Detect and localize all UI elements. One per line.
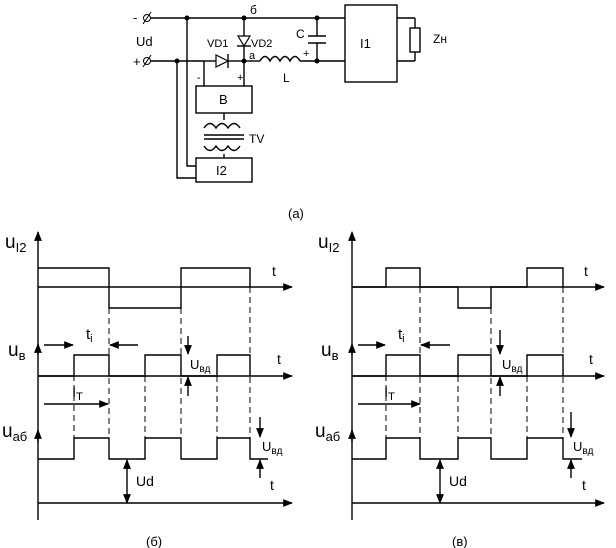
panel-b-caption: (б)	[146, 534, 162, 548]
waveform-uab	[38, 437, 268, 460]
block-i1	[344, 4, 398, 83]
label-uvd-1-c: Uвд	[502, 357, 523, 375]
panel-c-caption: (в)	[452, 534, 468, 548]
label-u-ab-c: uаб	[315, 421, 340, 444]
label-u-ab: uаб	[2, 421, 27, 444]
waveform-uab-c	[352, 437, 582, 460]
t-label-3-c: t	[582, 477, 586, 493]
t-label-2: t	[277, 351, 281, 367]
inductor-label: L	[283, 71, 290, 85]
terminal-minus	[143, 14, 151, 22]
block-b-plus-label: +	[237, 72, 243, 84]
waveform-panel-b: uI2 uв uаб t t ti Uвд IT Uвд Ud	[2, 231, 293, 548]
terminal-minus-label: -	[133, 10, 137, 25]
capacitor-label: C	[296, 27, 305, 41]
transformer-tv	[203, 122, 244, 152]
label-u-b-c: uв	[321, 340, 339, 363]
transformer-label: TV	[249, 132, 264, 146]
load-label: Zн	[433, 32, 447, 46]
waveform-ub	[38, 354, 251, 377]
node-a-label: а	[249, 50, 256, 62]
terminal-plus	[143, 57, 151, 65]
waveform-ub-c	[352, 354, 564, 377]
load-resistor	[409, 27, 421, 53]
label-it-c: IT	[384, 384, 395, 403]
label-ti: ti	[86, 326, 93, 345]
node-b-label: б	[250, 3, 257, 17]
inductor-l	[259, 55, 301, 63]
diode-vd1	[215, 54, 230, 68]
label-u-b: uв	[8, 340, 26, 363]
block-i1-label: I1	[360, 36, 371, 51]
t-label-3: t	[270, 477, 274, 493]
waveform-panel-c: uI2 uв uаб t t ti Uвд IT Uвд Ud t	[315, 231, 605, 548]
block-i2-label: I2	[216, 163, 227, 178]
label-u-i2: uI2	[5, 232, 26, 255]
label-ti-c: ti	[398, 326, 405, 345]
block-i2	[195, 157, 253, 183]
label-uvd-2-c: Uвд	[573, 439, 594, 457]
label-u-i2-c: uI2	[318, 232, 339, 255]
diode-vd2-label: VD2	[251, 38, 272, 50]
t-label-1-c: t	[584, 263, 588, 279]
waveform-i2	[38, 267, 251, 309]
block-b-label: B	[219, 92, 228, 107]
label-ud: Ud	[136, 473, 154, 489]
t-label-1: t	[272, 263, 276, 279]
label-it: IT	[72, 384, 83, 403]
block-b-minus-label: -	[197, 72, 201, 84]
t-label-2-c: t	[589, 351, 593, 367]
label-ud-c: Ud	[449, 473, 467, 489]
waveform-i2-c	[352, 267, 564, 309]
diode-vd2	[236, 35, 252, 48]
diode-vd1-label: VD1	[207, 38, 228, 50]
label-uvd-2: Uвд	[262, 439, 283, 457]
input-voltage-label: Ud	[136, 34, 153, 49]
capacitor-plus-label: +	[303, 48, 309, 60]
circuit-caption: (a)	[288, 206, 304, 221]
circuit-schematic: - Ud + б VD1 VD2 а	[133, 3, 447, 221]
terminal-plus-label: +	[133, 54, 141, 69]
label-uvd-1: Uвд	[190, 357, 211, 375]
